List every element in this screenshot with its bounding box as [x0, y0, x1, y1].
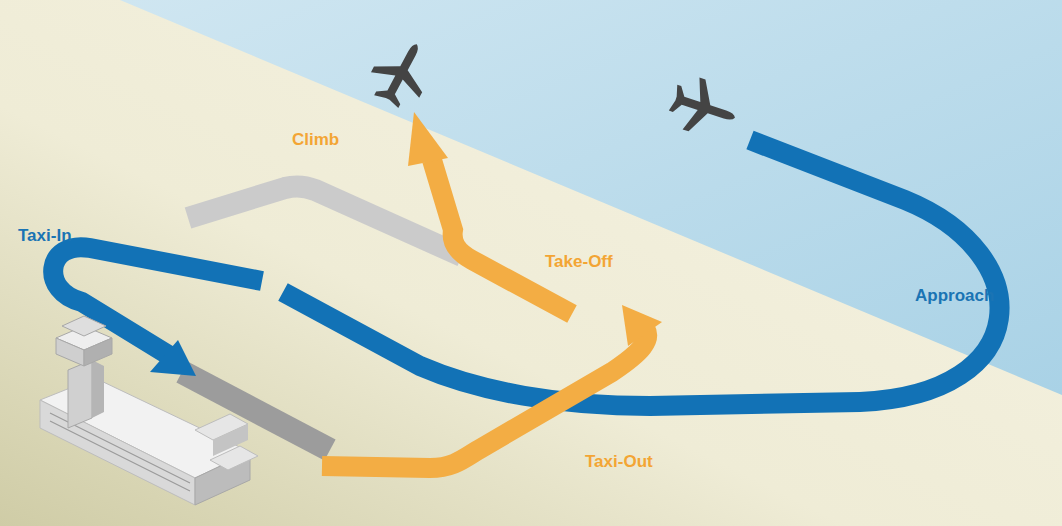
phase-label: Take-Off	[545, 252, 613, 272]
take-off-path	[432, 160, 572, 314]
approach-path	[283, 140, 1000, 406]
phase-label: Approach	[915, 286, 994, 306]
taxi-in-path	[53, 247, 262, 356]
arrowhead	[150, 340, 196, 376]
phase-label: Taxi-Out	[585, 452, 653, 472]
runway	[188, 186, 462, 256]
phase-label: Climb	[292, 130, 339, 150]
taxi-out-path	[322, 328, 647, 468]
arrowhead	[622, 305, 662, 346]
arrowhead	[408, 112, 448, 166]
airplane	[362, 31, 441, 114]
phase-label: Taxi-In	[18, 226, 72, 246]
terminal-building	[40, 316, 258, 505]
airplane	[665, 72, 744, 144]
